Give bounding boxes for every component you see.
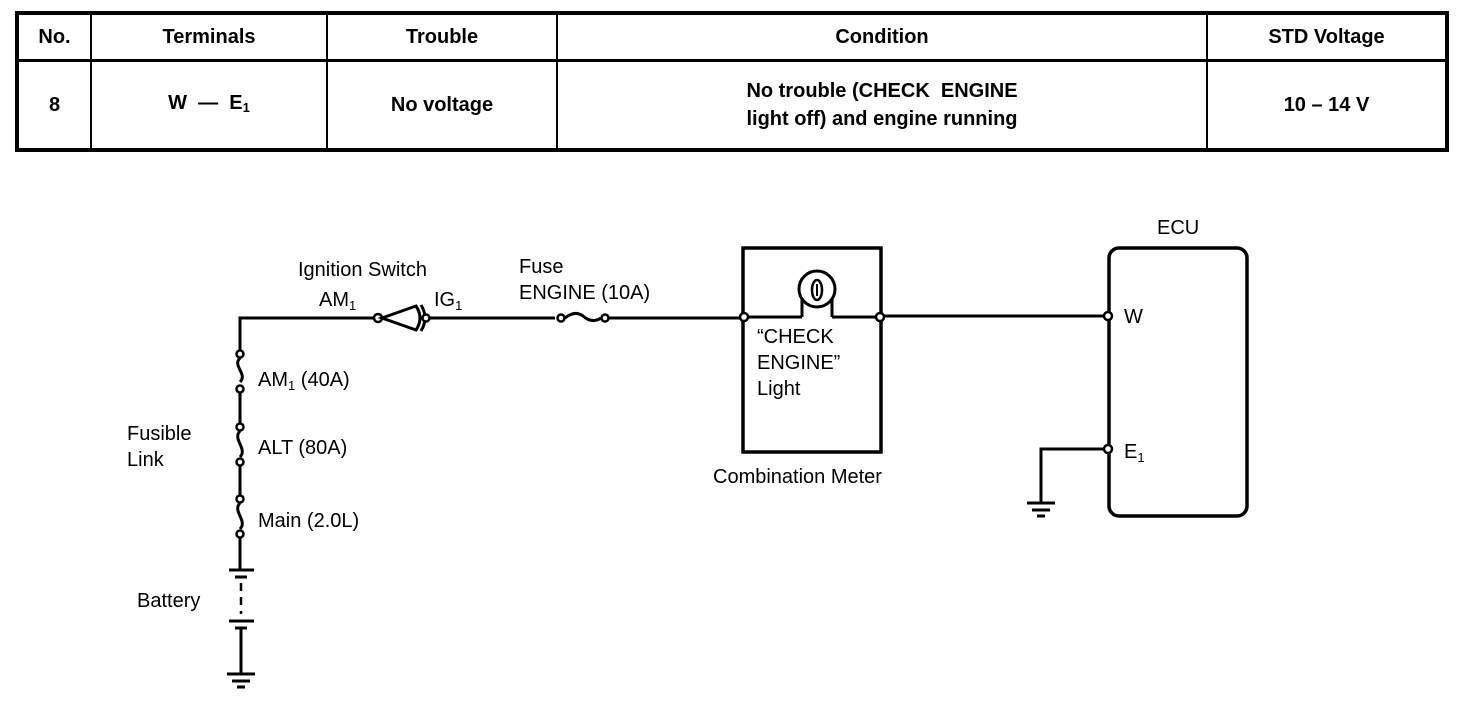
wire-top-left (238, 316, 376, 352)
fusible-link-am1-label: AM1 (40A) (258, 369, 350, 393)
ignition-ig1-label: IG1 (434, 289, 462, 313)
fusible-link-alt-label: ALT (80A) (258, 437, 347, 459)
ignition-switch-icon (372, 304, 555, 332)
ground-icon-battery (227, 672, 255, 689)
ecu-terminal-w-label: W (1124, 306, 1143, 328)
cell-no: 8 (16, 59, 92, 151)
table-header-row: No. Terminals Trouble Condition STD Volt… (16, 12, 1448, 62)
header-condition: Condition (556, 12, 1208, 62)
ecu-terminal-w (1102, 310, 1114, 322)
terminals-subscript: 1 (242, 99, 250, 115)
condition-line-1: No trouble (CHECK ENGINE (746, 80, 1018, 102)
wire-e1-ground (1039, 447, 1104, 502)
ecu-box (1107, 246, 1249, 518)
header-terminals: Terminals (90, 12, 328, 62)
ecu-terminal-e1-label: E1 (1124, 441, 1145, 465)
ecu-label: ECU (1157, 217, 1199, 239)
fusible-link-label-1: Fusible (127, 423, 191, 445)
supply-wire (238, 316, 376, 570)
ground-icon-ecu (1027, 501, 1055, 518)
fusible-link-alt (235, 422, 245, 467)
header-std-voltage: STD Voltage (1206, 12, 1448, 62)
fusible-link-main (235, 494, 245, 539)
cell-std-voltage: 10 – 14 V (1206, 59, 1448, 151)
fuse-title: Fuse (519, 256, 563, 278)
battery-icon (229, 568, 254, 673)
header-trouble: Trouble (326, 12, 558, 62)
cell-trouble: No voltage (326, 59, 558, 151)
fusible-link-am1 (235, 349, 245, 394)
fusible-link-main-label: Main (2.0L) (258, 510, 359, 532)
check-engine-line-3: Light (757, 378, 801, 400)
check-engine-line-2: ENGINE” (757, 352, 840, 374)
check-engine-line-1: “CHECK (757, 326, 834, 348)
table-row: 8 W — E1 No voltage No trouble (CHECK EN… (16, 59, 1448, 151)
fusible-link-label-2: Link (127, 449, 165, 471)
cell-terminals: W — E1 (90, 59, 328, 151)
terminals-text: W — E (168, 91, 243, 114)
diagnosis-table: No. Terminals Trouble Condition STD Volt… (15, 11, 1449, 152)
condition-line-2: light off) and engine running (746, 108, 1018, 130)
ignition-switch-label: Ignition Switch (298, 259, 427, 281)
fuse-name: ENGINE (10A) (519, 282, 650, 304)
cell-condition: No trouble (CHECK ENGINE light off) and … (556, 59, 1208, 151)
check-engine-bulb-icon (738, 269, 886, 323)
battery-label: Battery (137, 590, 200, 612)
ignition-am1-label: AM1 (319, 289, 356, 313)
header-no: No. (16, 12, 92, 62)
combination-meter-label: Combination Meter (713, 466, 882, 488)
combination-meter-box (741, 246, 883, 454)
ecu-terminal-e1 (1102, 443, 1114, 455)
fuse-icon (556, 311, 740, 323)
